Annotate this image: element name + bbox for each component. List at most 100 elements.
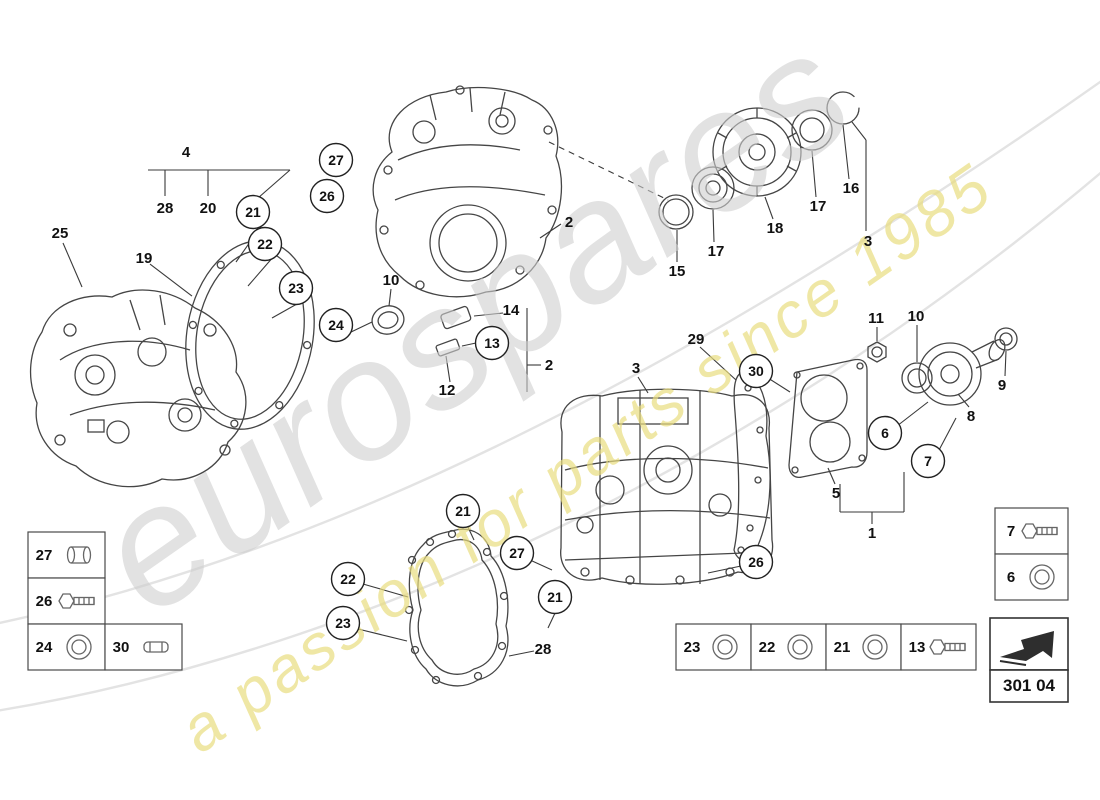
svg-text:27: 27 <box>509 545 525 561</box>
callout-circle-21[interactable]: 21 <box>445 493 481 529</box>
bearing-assembly-drawing <box>658 91 860 230</box>
svg-text:17: 17 <box>708 243 725 260</box>
svg-text:21: 21 <box>834 639 851 656</box>
svg-text:20: 20 <box>200 200 217 217</box>
bolt-icon <box>58 593 95 609</box>
svg-text:8: 8 <box>967 408 975 425</box>
svg-text:18: 18 <box>767 220 784 237</box>
seal-icon <box>1029 564 1055 590</box>
seal-icon <box>712 634 738 660</box>
svg-text:24: 24 <box>328 317 344 333</box>
callout-label-18: 18 <box>767 220 784 237</box>
svg-text:4: 4 <box>182 144 191 161</box>
svg-text:3: 3 <box>632 360 640 377</box>
callout-label-28: 28 <box>535 641 552 658</box>
legend-cell-24[interactable]: 24 <box>27 623 106 671</box>
svg-text:26: 26 <box>36 593 53 610</box>
callout-label-10: 10 <box>383 272 400 289</box>
main-gearbox-housing-3-drawing <box>560 388 774 585</box>
svg-text:17: 17 <box>810 198 827 215</box>
callout-circle-30[interactable]: 30 <box>738 353 774 389</box>
callout-label-1: 1 <box>868 525 876 542</box>
svg-text:13: 13 <box>484 335 500 351</box>
callout-circle-13[interactable]: 13 <box>474 325 510 361</box>
legend-cell-22[interactable]: 22 <box>750 623 827 671</box>
svg-text:25: 25 <box>52 225 69 242</box>
callout-circle-22[interactable]: 22 <box>330 561 366 597</box>
svg-text:22: 22 <box>340 571 356 587</box>
callout-circle-21[interactable]: 21 <box>235 194 271 230</box>
callout-label-28: 28 <box>157 200 174 217</box>
callout-circle-26[interactable]: 26 <box>309 178 345 214</box>
background-swoosh <box>0 80 1100 712</box>
output-flange-8-drawing <box>918 338 1006 406</box>
seal-icon <box>862 634 888 660</box>
legend-cell-7[interactable]: 7 <box>994 507 1069 555</box>
gasket-29-drawing <box>733 371 771 562</box>
callout-label-2: 2 <box>565 214 573 231</box>
gearbox-housing-25-drawing <box>29 289 247 488</box>
svg-text:22: 22 <box>759 639 776 656</box>
legend-cell-21[interactable]: 21 <box>825 623 902 671</box>
svg-text:13: 13 <box>909 639 926 656</box>
callout-circle-26[interactable]: 26 <box>738 544 774 580</box>
svg-text:14: 14 <box>503 302 520 319</box>
nut-11-drawing <box>867 341 887 363</box>
callout-circle-23[interactable]: 23 <box>325 605 361 641</box>
svg-text:23: 23 <box>335 615 351 631</box>
seal-10-left-drawing <box>371 305 405 335</box>
svg-text:23: 23 <box>288 280 304 296</box>
svg-text:28: 28 <box>535 641 552 658</box>
callout-label-4: 4 <box>182 144 191 161</box>
callout-circle-21[interactable]: 21 <box>537 579 573 615</box>
leader-lines <box>62 121 1007 657</box>
bushing-14-drawing <box>440 305 472 330</box>
legend-cell-23[interactable]: 23 <box>675 623 752 671</box>
callout-label-16: 16 <box>843 180 860 197</box>
arrow-right-icon <box>999 631 1054 666</box>
gasket-28-drawing <box>404 528 509 687</box>
drawings-layer <box>29 85 1018 687</box>
legend-table-left: 27 26 24 30 <box>27 531 183 671</box>
svg-text:19: 19 <box>136 250 153 267</box>
callout-label-2: 2 <box>545 357 553 374</box>
svg-text:23: 23 <box>684 639 701 656</box>
bushing-icon <box>66 546 92 564</box>
parts-group-code: 301 04 <box>1003 676 1056 695</box>
svg-text:21: 21 <box>245 204 261 220</box>
svg-text:28: 28 <box>157 200 174 217</box>
pin-icon <box>143 641 169 653</box>
callout-circle-6[interactable]: 6 <box>867 415 903 451</box>
svg-text:7: 7 <box>924 453 932 469</box>
legend-cell-30[interactable]: 30 <box>104 623 183 671</box>
callout-label-15: 15 <box>669 263 686 280</box>
callout-label-14: 14 <box>503 302 520 319</box>
callout-circle-24[interactable]: 24 <box>318 307 354 343</box>
svg-text:1: 1 <box>868 525 876 542</box>
svg-text:16: 16 <box>843 180 860 197</box>
legend-cell-13[interactable]: 13 <box>900 623 977 671</box>
legend-cell-6[interactable]: 6 <box>994 553 1069 601</box>
callout-label-10: 10 <box>908 308 925 325</box>
svg-text:12: 12 <box>439 382 456 399</box>
legend-table-bottom: 23 22 21 13 <box>675 623 977 671</box>
svg-text:10: 10 <box>908 308 925 325</box>
callout-label-5: 5 <box>832 485 840 502</box>
callout-circle-7[interactable]: 7 <box>910 443 946 479</box>
svg-text:30: 30 <box>113 639 130 656</box>
callout-label-17: 17 <box>810 198 827 215</box>
legend-cell-26[interactable]: 26 <box>27 577 106 625</box>
callout-circle-27[interactable]: 27 <box>499 535 535 571</box>
svg-text:2: 2 <box>565 214 573 231</box>
svg-text:5: 5 <box>832 485 840 502</box>
callout-circle-27[interactable]: 27 <box>318 142 354 178</box>
legend-cell-27[interactable]: 27 <box>27 531 106 579</box>
svg-text:22: 22 <box>257 236 273 252</box>
callout-label-25: 25 <box>52 225 69 242</box>
gasket-plate-5-drawing <box>788 358 868 479</box>
legend-table-right: 76 <box>994 507 1069 601</box>
svg-text:3: 3 <box>864 233 872 250</box>
callout-circle-23[interactable]: 23 <box>278 270 314 306</box>
callout-circle-22[interactable]: 22 <box>247 226 283 262</box>
